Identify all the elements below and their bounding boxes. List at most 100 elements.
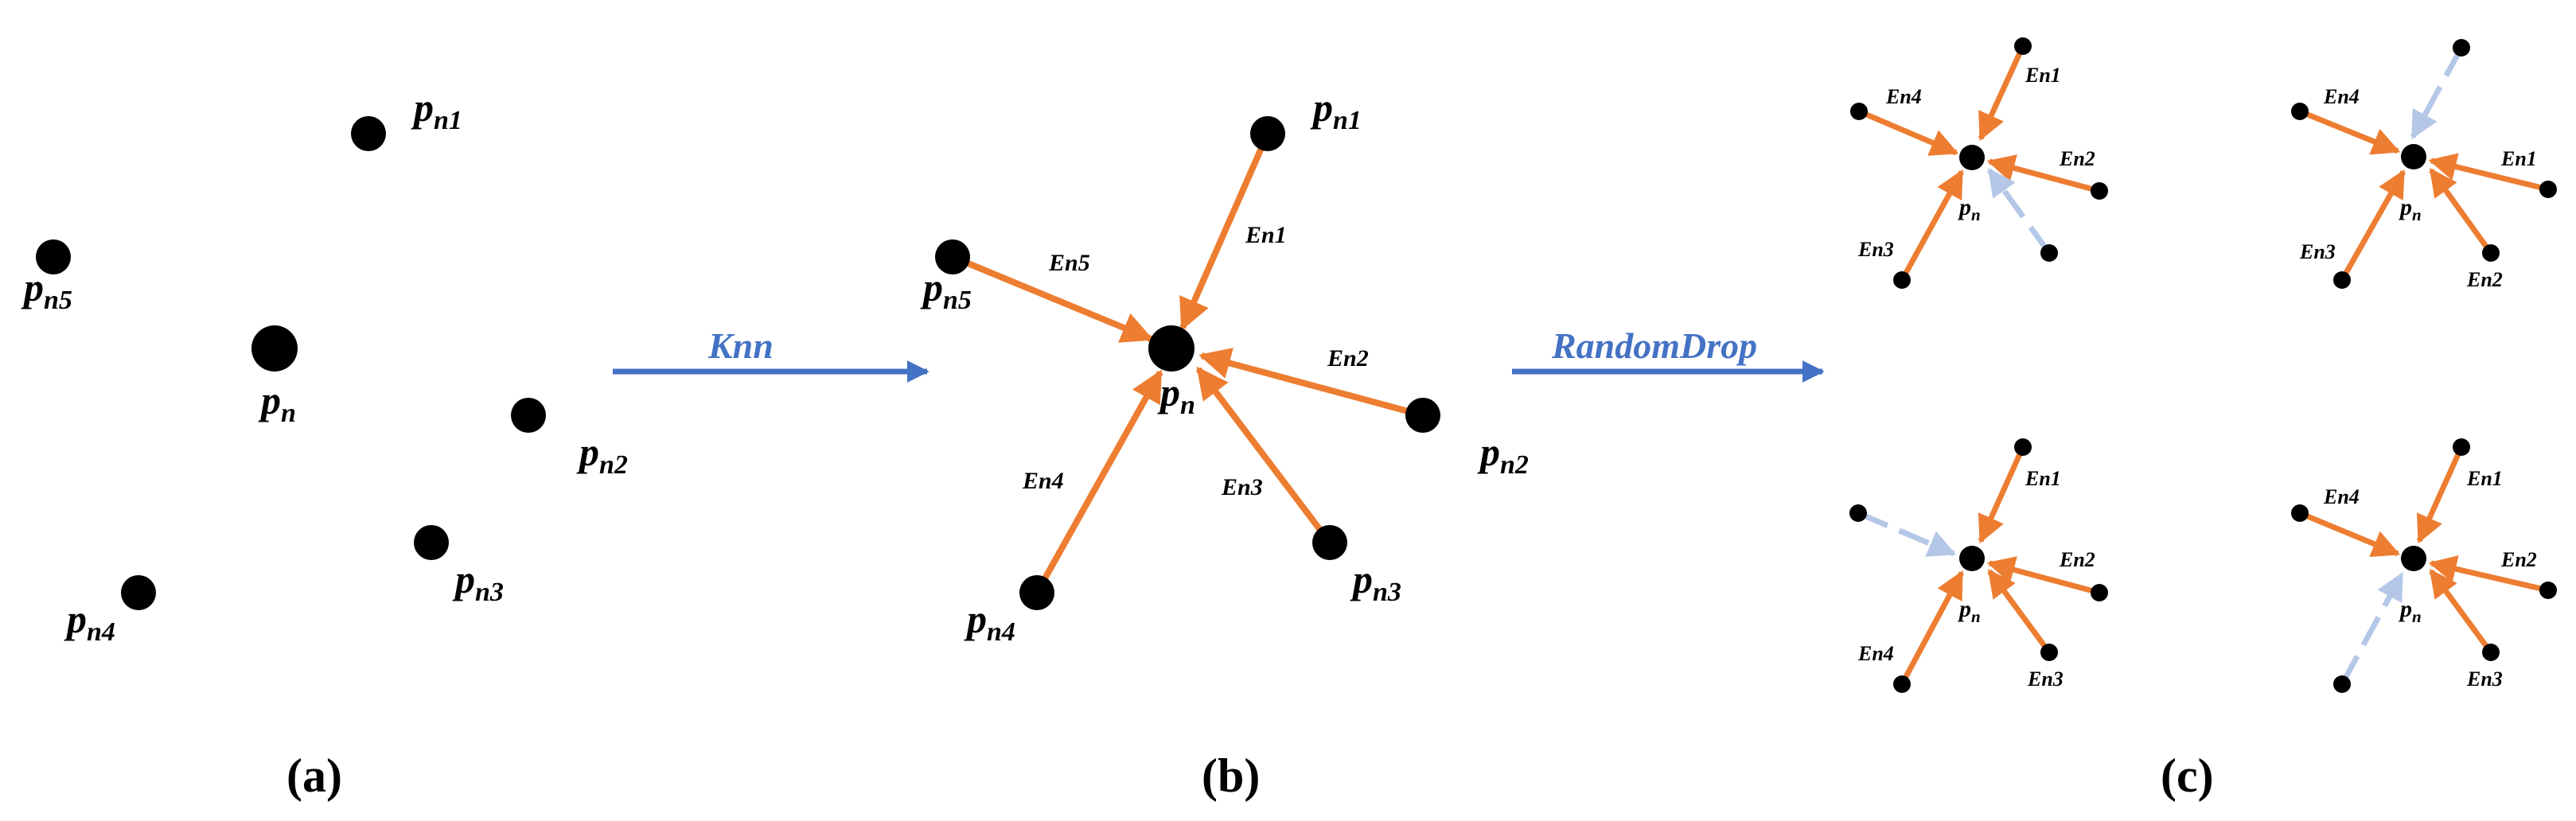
panel-a: pn pn1 pn2 pn3 pn4 pn5 (a) [21, 85, 628, 802]
edge-en1 [1179, 132, 1271, 331]
label-pn4: pn4 [964, 597, 1015, 647]
label-en3: En3 [2466, 667, 2503, 691]
label-en2: En2 [2059, 147, 2095, 170]
label-en4: En4 [2323, 85, 2360, 108]
random-drop-operation: RandomDrop [1512, 325, 1825, 383]
node-pn [1959, 145, 1985, 170]
edge-en1 [2416, 446, 2465, 544]
node-pn4 [121, 575, 156, 610]
edge-en5 [951, 254, 1154, 343]
node-pn1 [2539, 181, 2557, 198]
label-pn1: pn1 [1310, 85, 1362, 135]
label-en4: En4 [1857, 642, 1894, 665]
edge-en4 [2298, 510, 2401, 558]
node-pn-dropped [2453, 39, 2470, 56]
node-pn [2401, 144, 2426, 169]
panel-label-b: (b) [1202, 749, 1260, 802]
label-en2: En2 [2500, 548, 2537, 571]
node-pn3 [1312, 525, 1347, 560]
label-en3: En3 [1857, 238, 1894, 261]
label-pn4: pn4 [64, 597, 115, 647]
label-en1: En1 [2025, 64, 2061, 87]
node-pn4 [2291, 504, 2309, 522]
edge-en2 [2429, 168, 2493, 255]
edge-en1 [1978, 446, 2026, 544]
node-pn [1959, 546, 1985, 571]
node-pn3 [414, 525, 449, 560]
node-pn-dropped [2040, 244, 2058, 262]
random-drop-label: RandomDrop [1551, 325, 1757, 366]
drop-variant-3: En1 En2 En3 En4 pn [1849, 438, 2108, 693]
node-pn [1148, 325, 1194, 372]
label-pn: pn [258, 378, 296, 428]
label-pn2: pn2 [1477, 430, 1529, 480]
edge-dropped [1987, 168, 2052, 255]
node-pn [251, 325, 298, 372]
label-en3: En3 [1221, 474, 1263, 500]
edge-en4 [1857, 108, 1959, 156]
drop-variant-1: En1 En2 En3 En4 pn [1850, 37, 2108, 289]
label-en1: En1 [2466, 467, 2503, 490]
node-pn4 [1019, 575, 1054, 610]
edge-en3 [1899, 169, 1965, 282]
node-pn1 [1250, 116, 1285, 151]
edge-en3 [2429, 569, 2493, 655]
label-en1: En1 [2500, 147, 2537, 170]
node-pn3 [2333, 271, 2351, 289]
label-en3: En3 [2027, 667, 2064, 691]
label-pn5: pn5 [21, 265, 72, 315]
edge-en4 [1899, 570, 1965, 686]
label-en5: En5 [1048, 250, 1090, 276]
label-pn: pn [1957, 194, 1981, 224]
label-pn3: pn3 [1350, 557, 1401, 607]
label-en2: En2 [1327, 345, 1369, 372]
node-pn4 [1893, 675, 1911, 693]
node-pn3 [1893, 271, 1911, 289]
edge-en2 [2428, 555, 2549, 593]
node-pn1 [2014, 37, 2032, 55]
label-en3: En3 [2299, 240, 2336, 263]
edge-en2 [1198, 348, 1424, 418]
label-en4: En4 [2323, 485, 2360, 508]
node-pn1 [2014, 438, 2032, 456]
node-pn1 [351, 116, 386, 151]
label-pn1: pn1 [411, 85, 462, 135]
label-en2: En2 [2466, 268, 2503, 291]
edge-dropped [2410, 46, 2465, 140]
label-en4: En4 [1022, 468, 1064, 494]
edge-dropped [2339, 571, 2405, 686]
edge-en3 [1987, 569, 2052, 655]
label-pn: pn [2398, 596, 2422, 626]
node-pn2 [511, 398, 546, 433]
node-pn2 [2091, 182, 2108, 200]
node-pn-dropped [2333, 675, 2351, 693]
node-pn2 [1405, 398, 1440, 433]
drop-variant-2: En1 En2 En3 En4 pn [2291, 39, 2557, 291]
node-pn5 [36, 239, 71, 274]
edge-en2 [1986, 154, 2100, 194]
node-pn2 [2539, 582, 2557, 599]
node-pn-dropped [1849, 504, 1867, 522]
node-pn1 [2453, 438, 2470, 456]
drop-variant-4: En1 En2 En3 En4 pn [2291, 438, 2557, 693]
panel-c: En1 En2 En3 En4 pn En1 En2 En3 En4 pn [1849, 37, 2557, 802]
knn-label: Knn [707, 325, 774, 366]
edge-en4 [1034, 369, 1163, 594]
node-pn2 [2482, 244, 2500, 262]
label-pn3: pn3 [452, 557, 504, 607]
label-en2: En2 [2059, 548, 2095, 571]
node-pn [2401, 546, 2426, 571]
panel-b: En1 En2 En3 En4 En5 pn pn1 pn2 pn3 pn4 p… [920, 85, 1529, 802]
node-pn3 [2040, 644, 2058, 661]
node-pn2 [2091, 584, 2108, 601]
edge-en4 [2298, 108, 2401, 155]
edge-en1 [2428, 153, 2549, 193]
label-pn: pn [1157, 370, 1195, 420]
knn-operation: Knn [613, 325, 929, 383]
label-pn: pn [2398, 194, 2422, 224]
node-pn4 [1850, 103, 1868, 120]
panel-label-a: (a) [286, 749, 342, 802]
label-pn5: pn5 [920, 265, 972, 315]
label-pn2: pn2 [576, 430, 628, 480]
